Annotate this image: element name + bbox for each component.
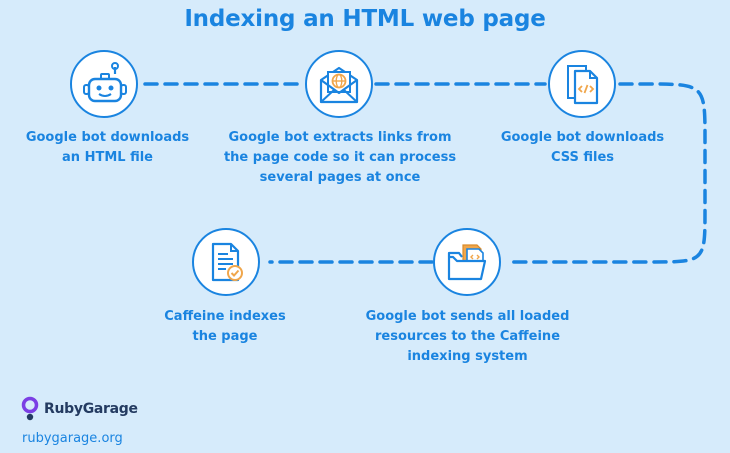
document-check-icon [211,242,243,282]
step-3-label-line-1: Google bot downloads [500,130,665,145]
step-2-label-line-2: the page code so it can process [223,150,457,165]
envelope-globe-icon [319,66,359,104]
step-2-label-line-1: Google bot extracts links from [228,130,452,145]
page-title: Indexing an HTML web page [184,6,546,32]
step-4-label-line-2: resources to the Caffeine [374,329,561,344]
step-5-label-line-2: the page [192,329,258,344]
step-2-label-line-3: several pages at once [259,170,421,185]
step-5-node [192,228,260,296]
step-4-label-line-1: Google bot sends all loaded [365,309,570,324]
step-5-label-line-1: Caffeine indexes [164,309,286,324]
step-1-label: Google bot downloads an HTML file [0,128,215,168]
step-4-label-line-3: indexing system [407,349,528,364]
css-files-icon [567,65,599,105]
step-2-node [305,50,373,118]
step-4-label: Google bot sends all loaded resources to… [355,307,580,367]
logo-text: RubyGarage [44,401,138,417]
folder-files-icon [447,244,487,281]
step-1-label-line-1: Google bot downloads [25,130,190,145]
step-3-node [548,50,616,118]
robot-icon [83,62,127,103]
step-3-label: Google bot downloads CSS files [475,128,690,168]
step-2-label: Google bot extracts links from the page … [215,128,465,188]
site-url: rubygarage.org [22,431,123,446]
step-1-node [70,50,138,118]
step-3-label-line-2: CSS files [550,150,615,165]
rubygarage-logo: RubyGarage [20,395,138,423]
step-1-label-line-2: an HTML file [62,150,153,165]
step-5-label: Caffeine indexes the page [120,307,330,347]
rubygarage-logo-icon [21,396,39,421]
step-4-node [433,228,501,296]
